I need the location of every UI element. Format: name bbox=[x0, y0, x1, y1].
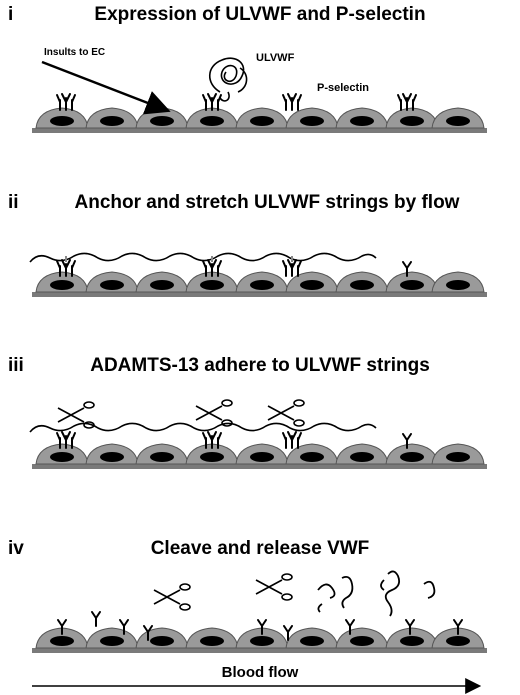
panel-iii-title: ADAMTS-13 adhere to ULVWF strings bbox=[90, 355, 430, 376]
panel-ii-title: Anchor and stretch ULVWF strings by flow bbox=[74, 192, 460, 213]
vwf-fragment-2 bbox=[380, 570, 401, 617]
panel-i-diagram bbox=[32, 57, 487, 133]
released-scissors-2 bbox=[255, 573, 293, 601]
panel-i-title: Expression of ULVWF and P-selectin bbox=[94, 4, 426, 25]
panel-iii-numeral: iii bbox=[8, 355, 24, 376]
adamts13-scissors-2 bbox=[195, 399, 233, 427]
p-selectin-1 bbox=[56, 93, 76, 111]
membrane-i bbox=[32, 128, 487, 133]
cells-i bbox=[35, 107, 485, 129]
insults-arrow bbox=[41, 60, 171, 115]
panel-iv-numeral: iv bbox=[8, 538, 24, 559]
panel-ii-numeral: ii bbox=[8, 192, 19, 213]
p-selectin-4 bbox=[397, 93, 417, 111]
panel-ii-diagram bbox=[29, 252, 487, 297]
panel-iv-title: Cleave and release VWF bbox=[150, 538, 370, 559]
panel-i-numeral: i bbox=[8, 4, 14, 25]
p-selectin-2 bbox=[202, 93, 222, 111]
ulvwf-string-iii bbox=[29, 422, 377, 433]
ulvwf-string-ii bbox=[29, 252, 377, 263]
blood-flow-label: Blood flow bbox=[221, 664, 299, 681]
insults-label: Insults to EC bbox=[44, 47, 106, 58]
ulvwf-label: ULVWF bbox=[256, 52, 295, 64]
vwf-fragment-3 bbox=[423, 580, 436, 599]
panel-iv-diagram bbox=[32, 570, 487, 694]
vwf-fragment-1 bbox=[317, 575, 354, 613]
pselectin-label: P-selectin bbox=[317, 82, 369, 94]
panel-iii-diagram bbox=[29, 399, 487, 469]
released-scissors-1 bbox=[153, 583, 191, 611]
ulvwf-coil bbox=[208, 57, 248, 102]
adamts13-scissors-3 bbox=[267, 399, 305, 427]
p-selectin-3 bbox=[282, 93, 302, 111]
